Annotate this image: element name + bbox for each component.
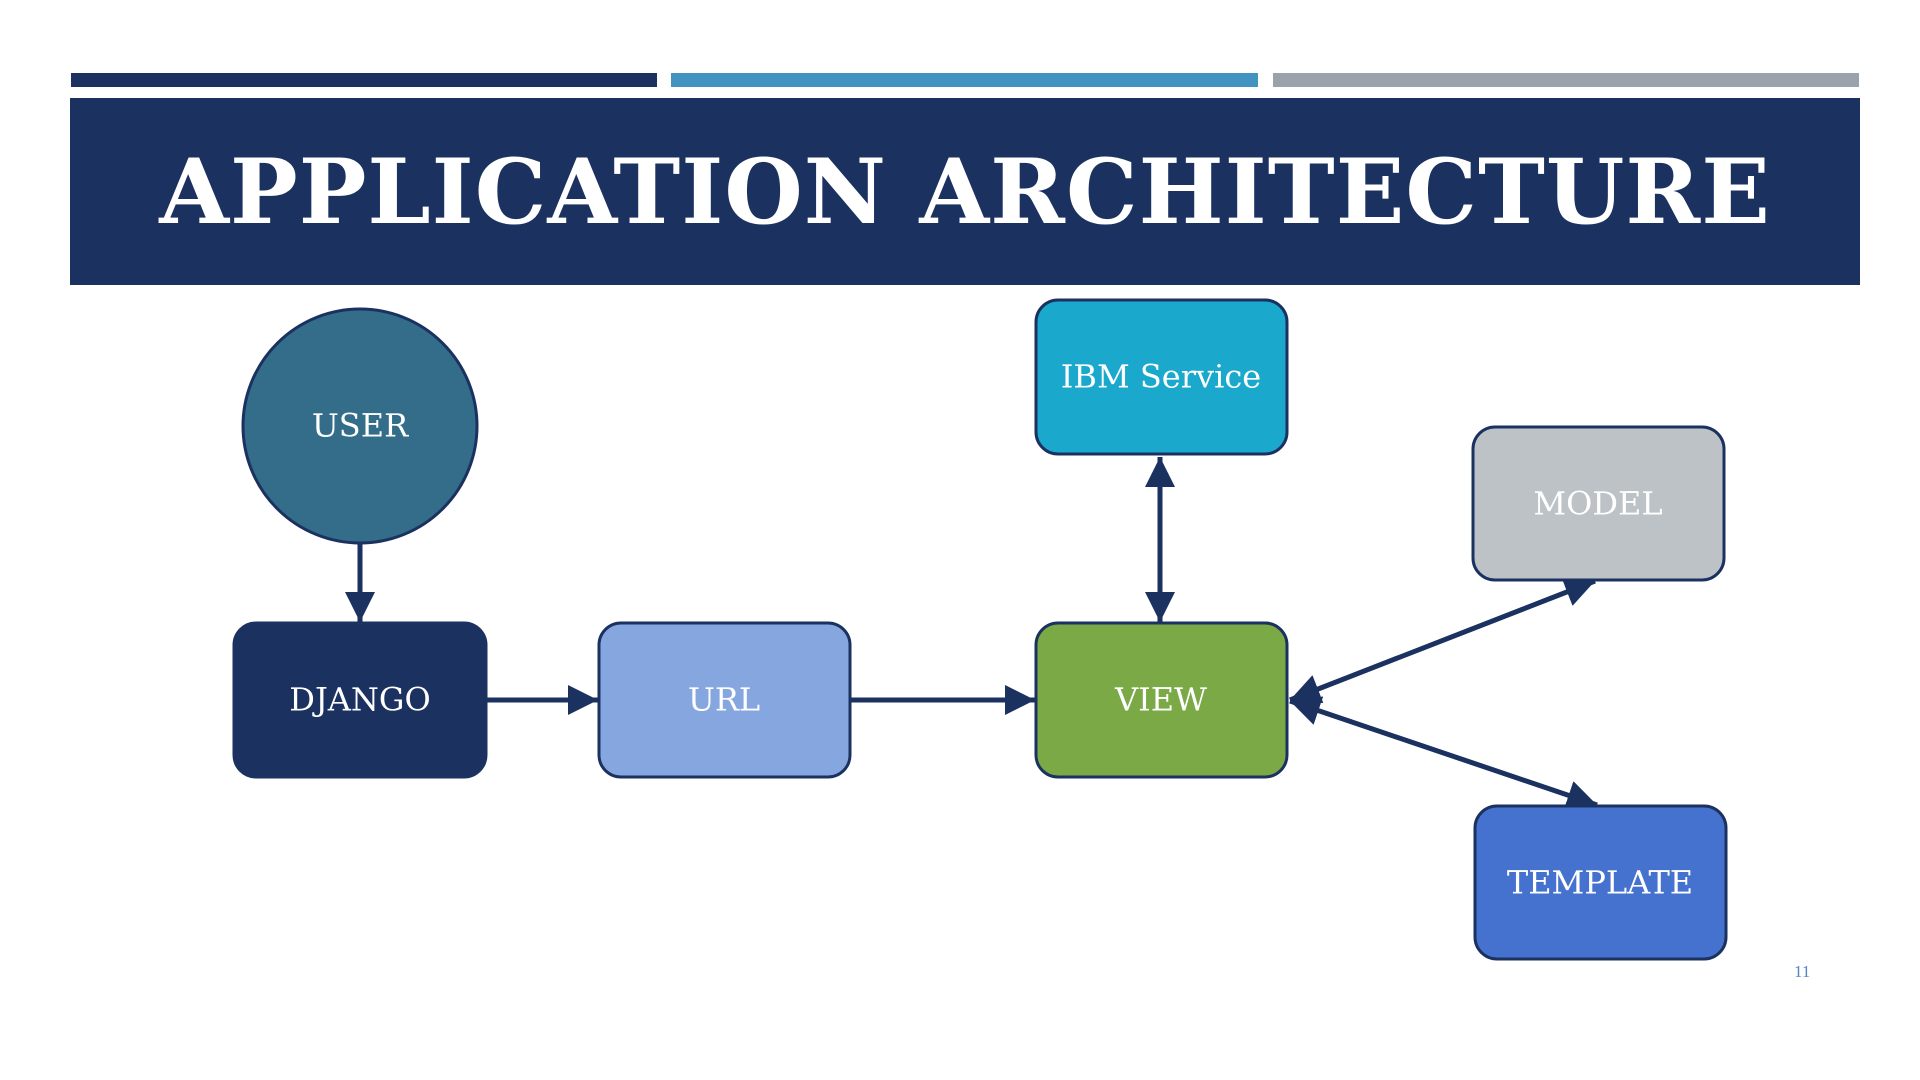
header-accent-bar-navy [71, 73, 657, 87]
slide-title: APPLICATION ARCHITECTURE [159, 138, 1771, 245]
node-model: MODEL [1471, 425, 1726, 582]
node-url-shape [597, 621, 852, 779]
header-accent-bar-blue [671, 73, 1258, 87]
node-django-shape [232, 621, 488, 779]
node-view: VIEW [1034, 621, 1289, 779]
node-template-label: TEMPLATE [1507, 864, 1693, 902]
node-url-label: URL [688, 681, 760, 719]
node-model-shape [1471, 425, 1726, 582]
node-django-label: DJANGO [289, 681, 430, 719]
node-view-shape [1034, 621, 1289, 779]
node-user: USER [241, 307, 479, 545]
node-template: TEMPLATE [1473, 804, 1728, 961]
header-accent-bar-gray [1273, 73, 1859, 87]
node-model-label: MODEL [1533, 485, 1662, 523]
node-url: URL [597, 621, 852, 779]
node-ibm-service-shape [1034, 298, 1289, 456]
node-user-shape [241, 307, 479, 545]
node-template-shape [1473, 804, 1728, 961]
node-ibm-service-label: IBM Service [1061, 358, 1261, 396]
edge-view-template [1289, 696, 1598, 810]
edge-view-model [1289, 577, 1596, 704]
diagram-edges [345, 457, 1598, 810]
node-user-label: USER [312, 407, 409, 445]
node-django: DJANGO [232, 621, 488, 779]
node-view-label: VIEW [1114, 681, 1207, 719]
slide-page-number: 11 [1794, 962, 1811, 981]
node-ibm-service: IBM Service [1034, 298, 1289, 456]
title-band: APPLICATION ARCHITECTURE [70, 98, 1860, 285]
